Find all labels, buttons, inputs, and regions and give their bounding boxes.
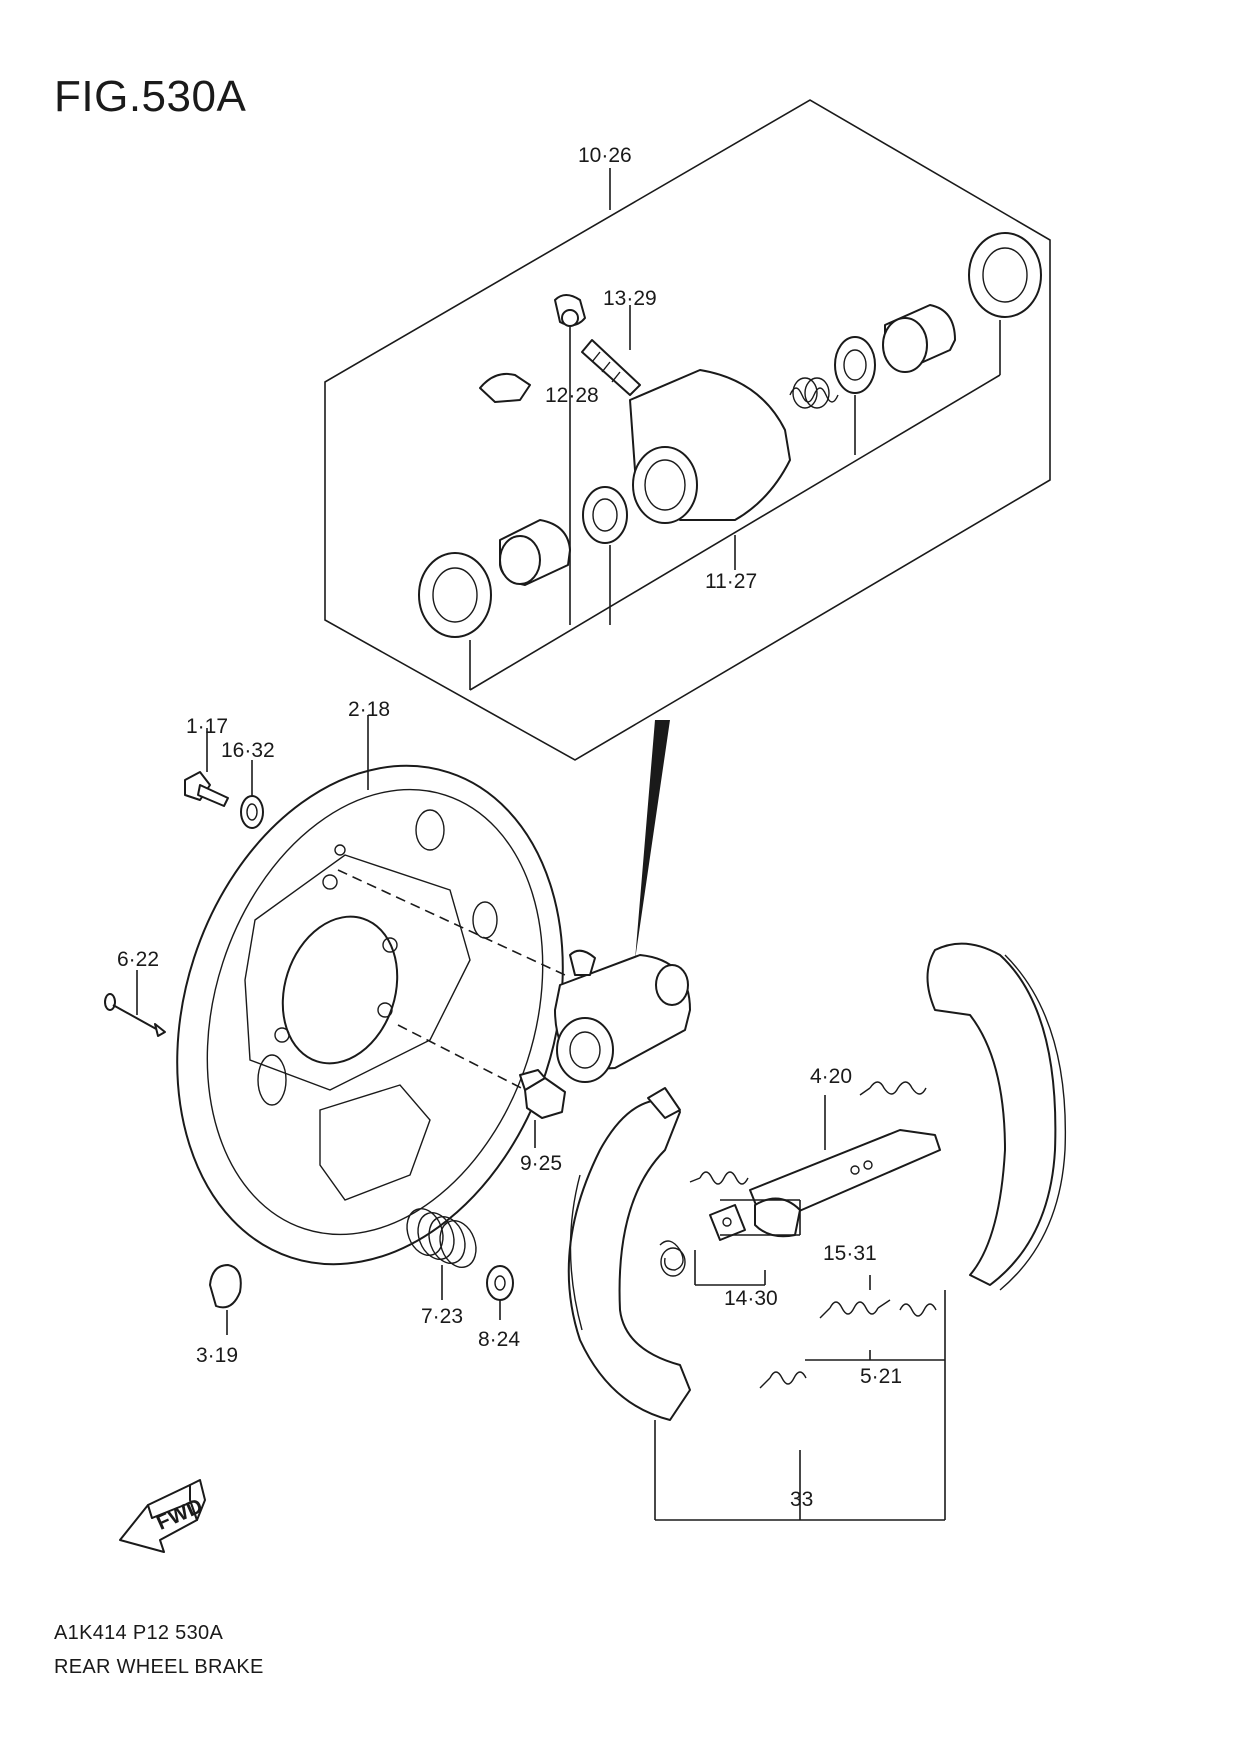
assembly-dash-lines — [337, 869, 566, 1096]
adjuster-strut — [749, 1129, 941, 1238]
figure-code: A1K414 P12 530A — [54, 1622, 224, 1644]
plug-3-19 — [209, 1264, 242, 1309]
bleeder-cap — [554, 294, 586, 327]
wheel-cylinder-body — [629, 369, 791, 524]
spring-cup-washer — [486, 1265, 514, 1301]
callout-labels: 10·26 13·29 12·28 11·27 1·17 16·32 2·18 … — [117, 144, 902, 1511]
bolt-9-25 — [519, 1069, 566, 1119]
wheel-cylinder-kit-box — [324, 99, 1051, 761]
cylinder-spring — [789, 377, 839, 409]
callout-8-24: 8·24 — [478, 1328, 520, 1351]
strut-spring — [689, 1171, 749, 1185]
callout-15-31: 15·31 — [823, 1242, 877, 1265]
brake-shoe-right — [926, 942, 1067, 1291]
callout-9-25: 9·25 — [520, 1152, 562, 1175]
dust-boot-left — [418, 552, 492, 638]
figure-title: FIG.530A — [54, 72, 247, 121]
callout-6-22: 6·22 — [117, 948, 159, 971]
shoe-return-spring-5-21 — [759, 1303, 937, 1389]
callout-12-28: 12·28 — [545, 384, 599, 407]
shoe-leader-lines — [534, 1095, 946, 1521]
cylinder-piston-left — [499, 519, 571, 586]
assembled-wheel-cylinder — [554, 949, 691, 1083]
hold-down-pin — [104, 993, 166, 1037]
backing-plate — [176, 764, 564, 1266]
callout-4-20: 4·20 — [810, 1065, 852, 1088]
bolt-1-17 — [184, 771, 229, 807]
brake-shoe-left — [567, 1087, 691, 1421]
upper-return-spring — [859, 1081, 927, 1096]
callout-11-27: 11·27 — [705, 570, 757, 593]
adjuster-lever — [709, 1204, 746, 1241]
plate-leader-lines — [136, 715, 501, 1335]
callout-5-21: 5·21 — [860, 1365, 902, 1388]
hold-down-spring — [406, 1208, 477, 1268]
callout-3-19: 3·19 — [196, 1344, 238, 1367]
callout-2-18: 2·18 — [348, 698, 390, 721]
callout-16-32: 16·32 — [221, 739, 275, 762]
cylinder-link-pin — [479, 372, 531, 403]
callout-7-23: 7·23 — [421, 1305, 463, 1328]
callout-10-26: 10·26 — [578, 144, 632, 167]
callout-1-17: 1·17 — [186, 715, 228, 738]
dust-boot-right — [968, 232, 1042, 318]
cylinder-piston-right — [882, 304, 956, 373]
callout-14-30: 14·30 — [724, 1287, 778, 1310]
washer-16-32 — [240, 795, 264, 829]
kit-leader-lines — [469, 168, 1001, 691]
parking-lever-spring — [659, 1240, 686, 1277]
shoe-return-spring-15-31 — [819, 1299, 891, 1319]
cylinder-cup-left — [582, 486, 628, 544]
kit-pointer-wedge — [635, 720, 670, 960]
figure-name: REAR WHEEL BRAKE — [54, 1656, 264, 1678]
forward-direction-arrow: FWD — [119, 1479, 206, 1553]
bleeder-screw — [581, 339, 641, 396]
callout-33: 33 — [790, 1488, 813, 1511]
cylinder-cup-right — [834, 336, 876, 394]
callout-13-29: 13·29 — [603, 287, 657, 310]
